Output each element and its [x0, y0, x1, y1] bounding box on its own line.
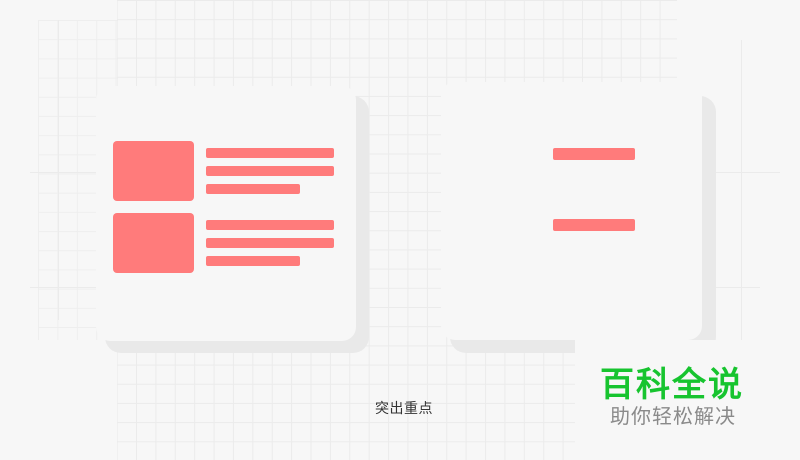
- grid-guide-line: [700, 172, 780, 173]
- right-card: [441, 82, 702, 340]
- grid-guide-line: [58, 20, 59, 320]
- grid-guide-line: [741, 40, 742, 340]
- text-line-2-1: [206, 220, 334, 230]
- left-card: [96, 86, 356, 341]
- text-line-1-1: [206, 148, 334, 158]
- text-line-2-2: [206, 238, 334, 248]
- caption-text: 突出重点: [375, 401, 433, 417]
- text-line-2-3: [206, 256, 300, 266]
- grid-guide-line: [700, 287, 760, 288]
- text-line-1-3: [206, 184, 300, 194]
- thumbnail-2: [113, 213, 194, 273]
- thumbnail-1: [113, 141, 194, 201]
- text-line-1-2: [206, 166, 334, 176]
- grid-guide-line: [30, 172, 150, 173]
- watermark-subtitle: 助你轻松解决: [610, 404, 736, 428]
- watermark-title: 百科全说: [600, 365, 744, 405]
- grid-guide-line: [30, 287, 120, 288]
- watermark-background: [575, 340, 800, 460]
- bar-bottom: [553, 219, 635, 231]
- bar-top: [553, 148, 635, 160]
